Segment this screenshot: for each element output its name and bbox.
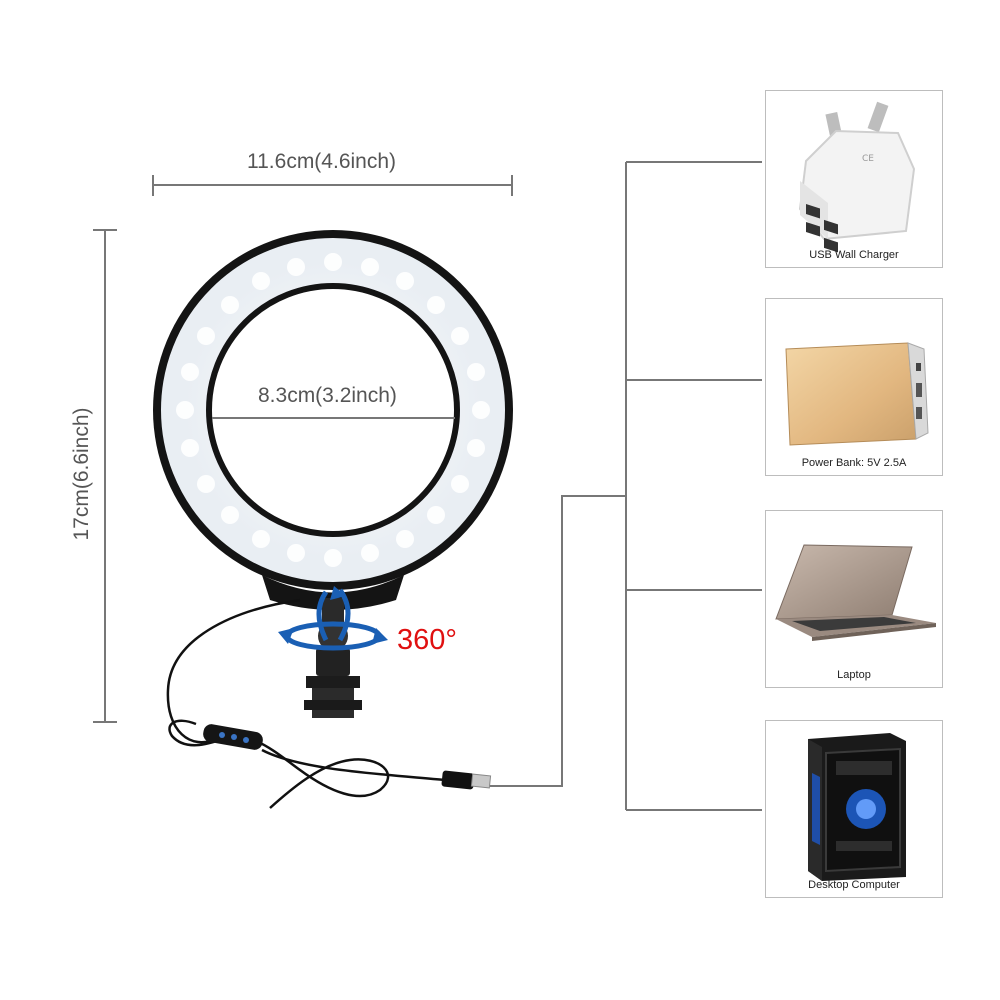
caption-laptop: Laptop [837, 669, 871, 681]
card-usb-wall-charger: CE USB Wall Charger [765, 90, 943, 268]
card-laptop: Laptop [765, 510, 943, 688]
connector-lines [490, 161, 762, 811]
rotation-arrowheads [278, 586, 388, 644]
width-label: 11.6cm(4.6inch) [247, 150, 397, 173]
usb-plug [441, 770, 492, 790]
ball-head-mount [304, 598, 362, 718]
desktop-computer-icon [808, 733, 906, 881]
inline-switch [203, 724, 263, 750]
usb-cable [166, 598, 446, 809]
card-desktop-computer: Desktop Computer [765, 720, 943, 898]
height-label: 17cm(6.6inch) [70, 407, 93, 541]
usb-wall-charger-icon: CE [798, 101, 916, 253]
height-dimension-line [93, 229, 117, 723]
width-dimension-line [152, 175, 513, 196]
card-power-bank: Power Bank: 5V 2.5A [765, 298, 943, 476]
led-dots [176, 253, 490, 567]
power-bank-icon [785, 342, 929, 446]
caption-power-bank: Power Bank: 5V 2.5A [801, 457, 907, 469]
rotation-label: 360° [397, 624, 457, 656]
laptop-icon [775, 544, 936, 641]
caption-usb-wall-charger: USB Wall Charger [809, 249, 899, 261]
svg-text:CE: CE [862, 154, 874, 164]
inner-diameter-label: 8.3cm(3.2inch) [258, 384, 397, 407]
ring-light [153, 230, 513, 610]
caption-desktop-computer: Desktop Computer [808, 879, 900, 891]
